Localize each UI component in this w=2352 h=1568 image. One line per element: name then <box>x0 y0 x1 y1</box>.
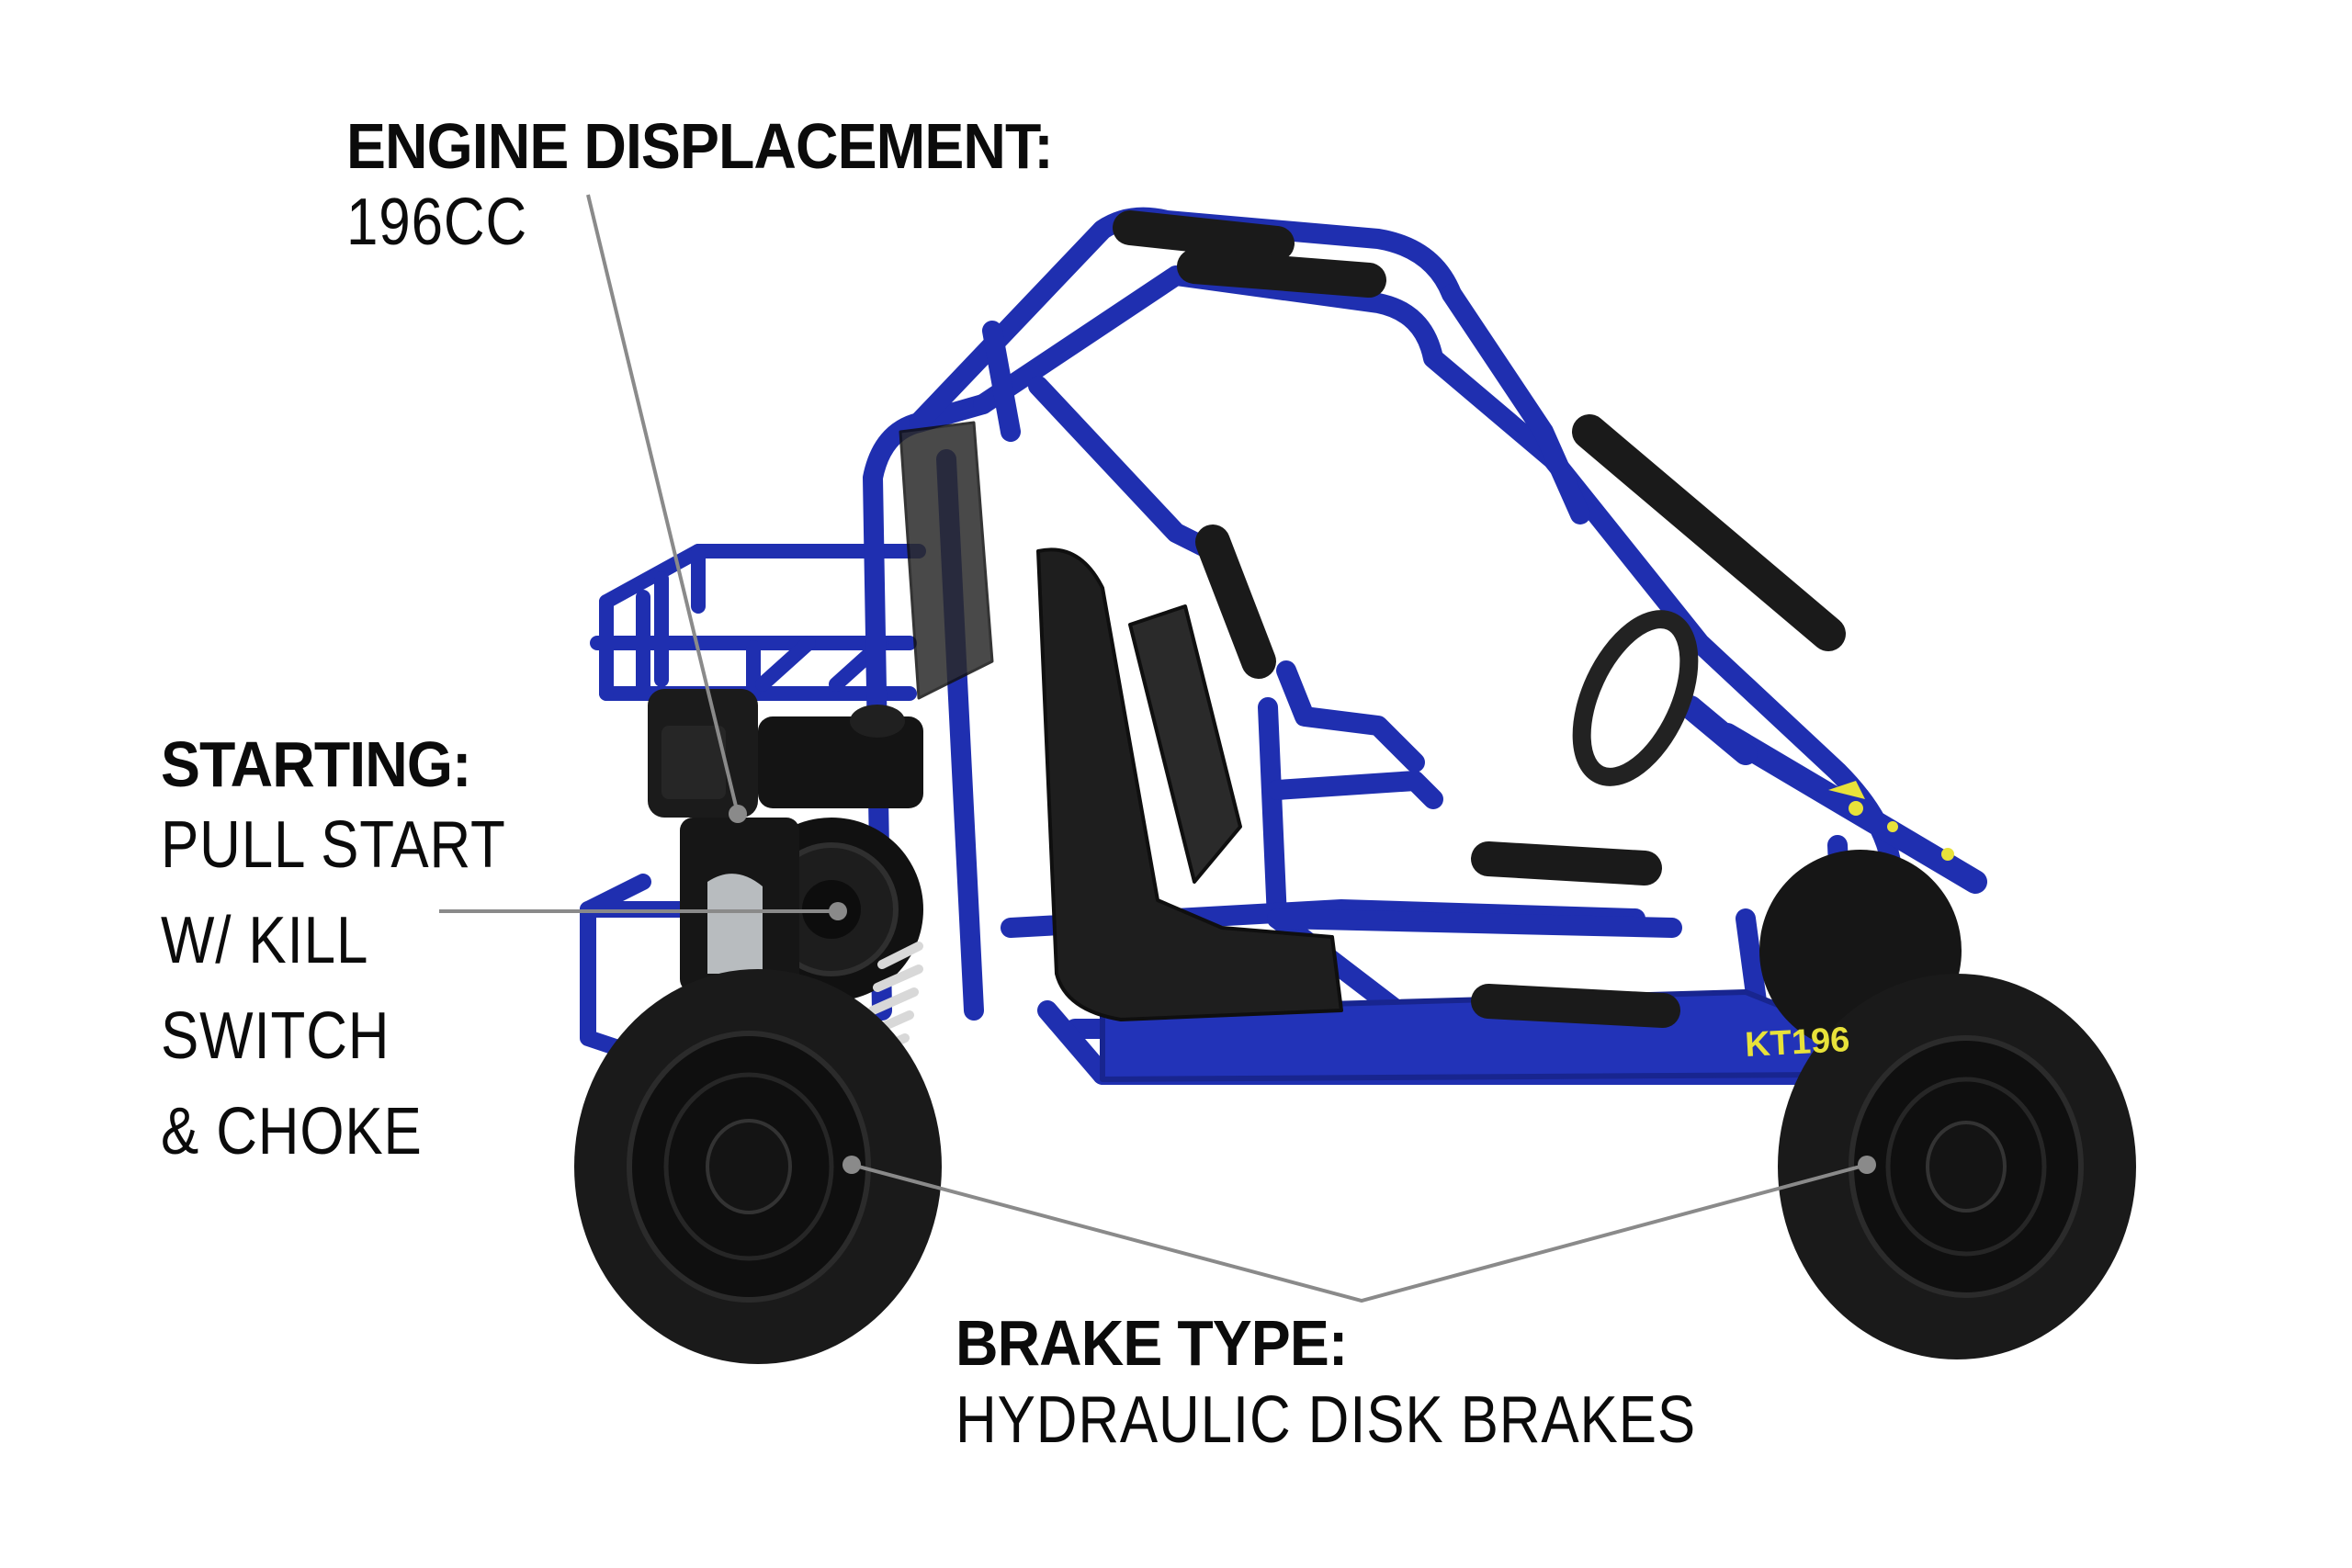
engine-displacement-value: 196CC <box>346 186 528 259</box>
rear-wheel <box>574 969 942 1364</box>
brake-type-label: BRAKE TYPE: <box>956 1307 1348 1379</box>
callout-brake-type: BRAKE TYPE: HYDRAULIC DISK BRAKES <box>956 1311 1816 1461</box>
roll-cage <box>863 207 1921 1085</box>
starting-value-line-1: PULL START <box>161 808 506 882</box>
rear-shock <box>859 942 923 1061</box>
starting-value-line-3: SWITCH <box>161 999 390 1073</box>
engine <box>648 689 923 1001</box>
starting-value-line-4: & CHOKE <box>161 1095 423 1168</box>
steering-wheel <box>1572 610 1699 786</box>
kart-decal: KT196 <box>1744 1021 1850 1065</box>
roll-bar-pads <box>1113 210 1846 1028</box>
safety-net <box>899 421 994 700</box>
seat <box>1036 547 1343 1021</box>
engine-displacement-label: ENGINE DISPLACEMENT: <box>346 110 1054 182</box>
starting-value-line-2: W/ KILL <box>161 904 369 977</box>
starting-label: STARTING: <box>161 728 471 800</box>
callout-engine-displacement: ENGINE DISPLACEMENT: 196CC <box>346 114 1114 259</box>
brake-type-value: HYDRAULIC DISK BRAKES <box>956 1383 1697 1457</box>
callout-starting: STARTING: PULL START W/ KILL SWITCH & CH… <box>161 732 562 1179</box>
